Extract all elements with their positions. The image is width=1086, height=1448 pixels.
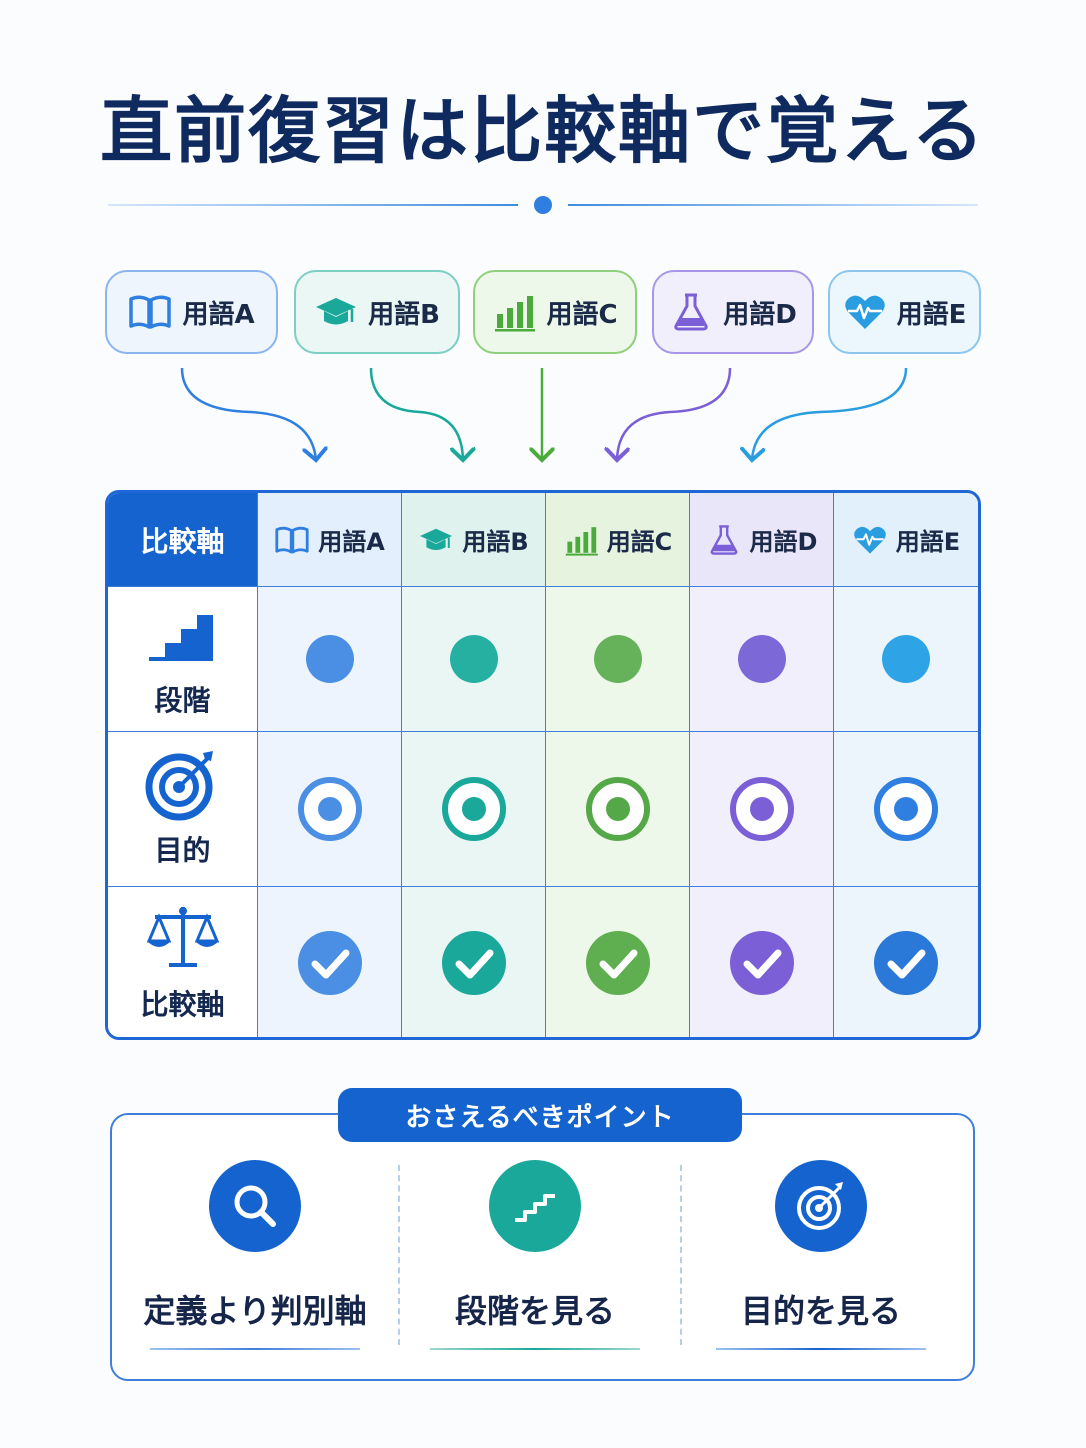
title-divider xyxy=(108,196,978,214)
row-header-stage: 段階 xyxy=(108,587,258,732)
ring-mark xyxy=(729,777,794,841)
divider xyxy=(680,1165,682,1345)
term-label: 用語E xyxy=(896,299,967,330)
arrow-b xyxy=(369,367,463,460)
row-header-purpose: 目的 xyxy=(108,732,258,887)
check-mark xyxy=(585,931,650,995)
scales-icon xyxy=(146,907,219,967)
column-header-b: 用語B xyxy=(402,493,546,587)
stairs-icon xyxy=(515,1194,555,1222)
target-icon xyxy=(797,1182,843,1230)
term-pill-c[interactable]: 用語C xyxy=(473,270,637,354)
dot-mark xyxy=(737,635,786,683)
row-header-axis: 比較軸 xyxy=(108,887,258,1037)
point-label: 段階を見る xyxy=(454,1292,615,1330)
bar-chart-icon xyxy=(565,526,598,556)
heartbeat-icon xyxy=(844,295,885,329)
column-header-a: 用語A xyxy=(258,493,402,587)
point-stage: 段階を見る xyxy=(410,1160,660,1350)
term-label: 用語D xyxy=(723,299,797,330)
key-points-badge: おさえるべきポイント xyxy=(338,1088,742,1142)
term-label: 用語B xyxy=(368,299,440,330)
point-label: 目的を見る xyxy=(740,1292,901,1330)
dot-mark xyxy=(449,635,498,683)
term-pill-b[interactable]: 用語B xyxy=(294,270,460,354)
book-icon xyxy=(275,526,309,553)
arrow-e xyxy=(752,367,908,460)
arrow-d xyxy=(617,367,732,460)
ring-mark xyxy=(874,777,938,841)
column-header-e: 用語E xyxy=(834,493,978,587)
book-icon xyxy=(129,295,172,329)
term-pill-d[interactable]: 用語D xyxy=(652,270,814,354)
check-mark xyxy=(297,931,362,995)
term-pill-a[interactable]: 用語A xyxy=(105,270,278,354)
check-mark xyxy=(441,931,506,995)
flask-icon xyxy=(710,524,737,555)
column-header-c: 用語C xyxy=(546,493,690,587)
point-label: 定義より判別軸 xyxy=(143,1292,367,1330)
point-definition: 定義より判別軸 xyxy=(130,1160,380,1350)
ring-mark xyxy=(585,777,650,841)
column-header-d: 用語D xyxy=(690,493,834,587)
ring-mark xyxy=(441,777,506,841)
divider xyxy=(398,1165,400,1345)
comparison-table: 比較軸 用語A 用語B 用語C 用語D 用語E 段階 xyxy=(105,490,981,1040)
arrow-a xyxy=(180,367,316,460)
target-icon xyxy=(145,751,213,821)
flask-icon xyxy=(674,293,708,331)
table-corner-label: 比較軸 xyxy=(108,493,258,587)
heartbeat-icon xyxy=(853,526,886,554)
dot-mark xyxy=(882,635,930,683)
point-purpose: 目的を見る xyxy=(696,1160,946,1350)
term-label: 用語A xyxy=(182,299,255,330)
dot-mark xyxy=(305,635,354,683)
ring-mark xyxy=(297,777,362,841)
search-icon xyxy=(234,1185,276,1227)
check-mark xyxy=(874,931,938,995)
term-pill-e[interactable]: 用語E xyxy=(828,270,981,354)
graduation-cap-icon xyxy=(420,528,453,550)
connector-arrows xyxy=(180,367,908,470)
bar-chart-icon xyxy=(495,296,536,332)
dot-mark xyxy=(593,635,642,683)
stairs-icon xyxy=(148,615,213,661)
check-mark xyxy=(729,931,794,995)
term-label: 用語C xyxy=(546,299,618,330)
page-title: 直前復習は比較軸で覚える xyxy=(100,89,986,173)
graduation-cap-icon xyxy=(316,298,357,325)
